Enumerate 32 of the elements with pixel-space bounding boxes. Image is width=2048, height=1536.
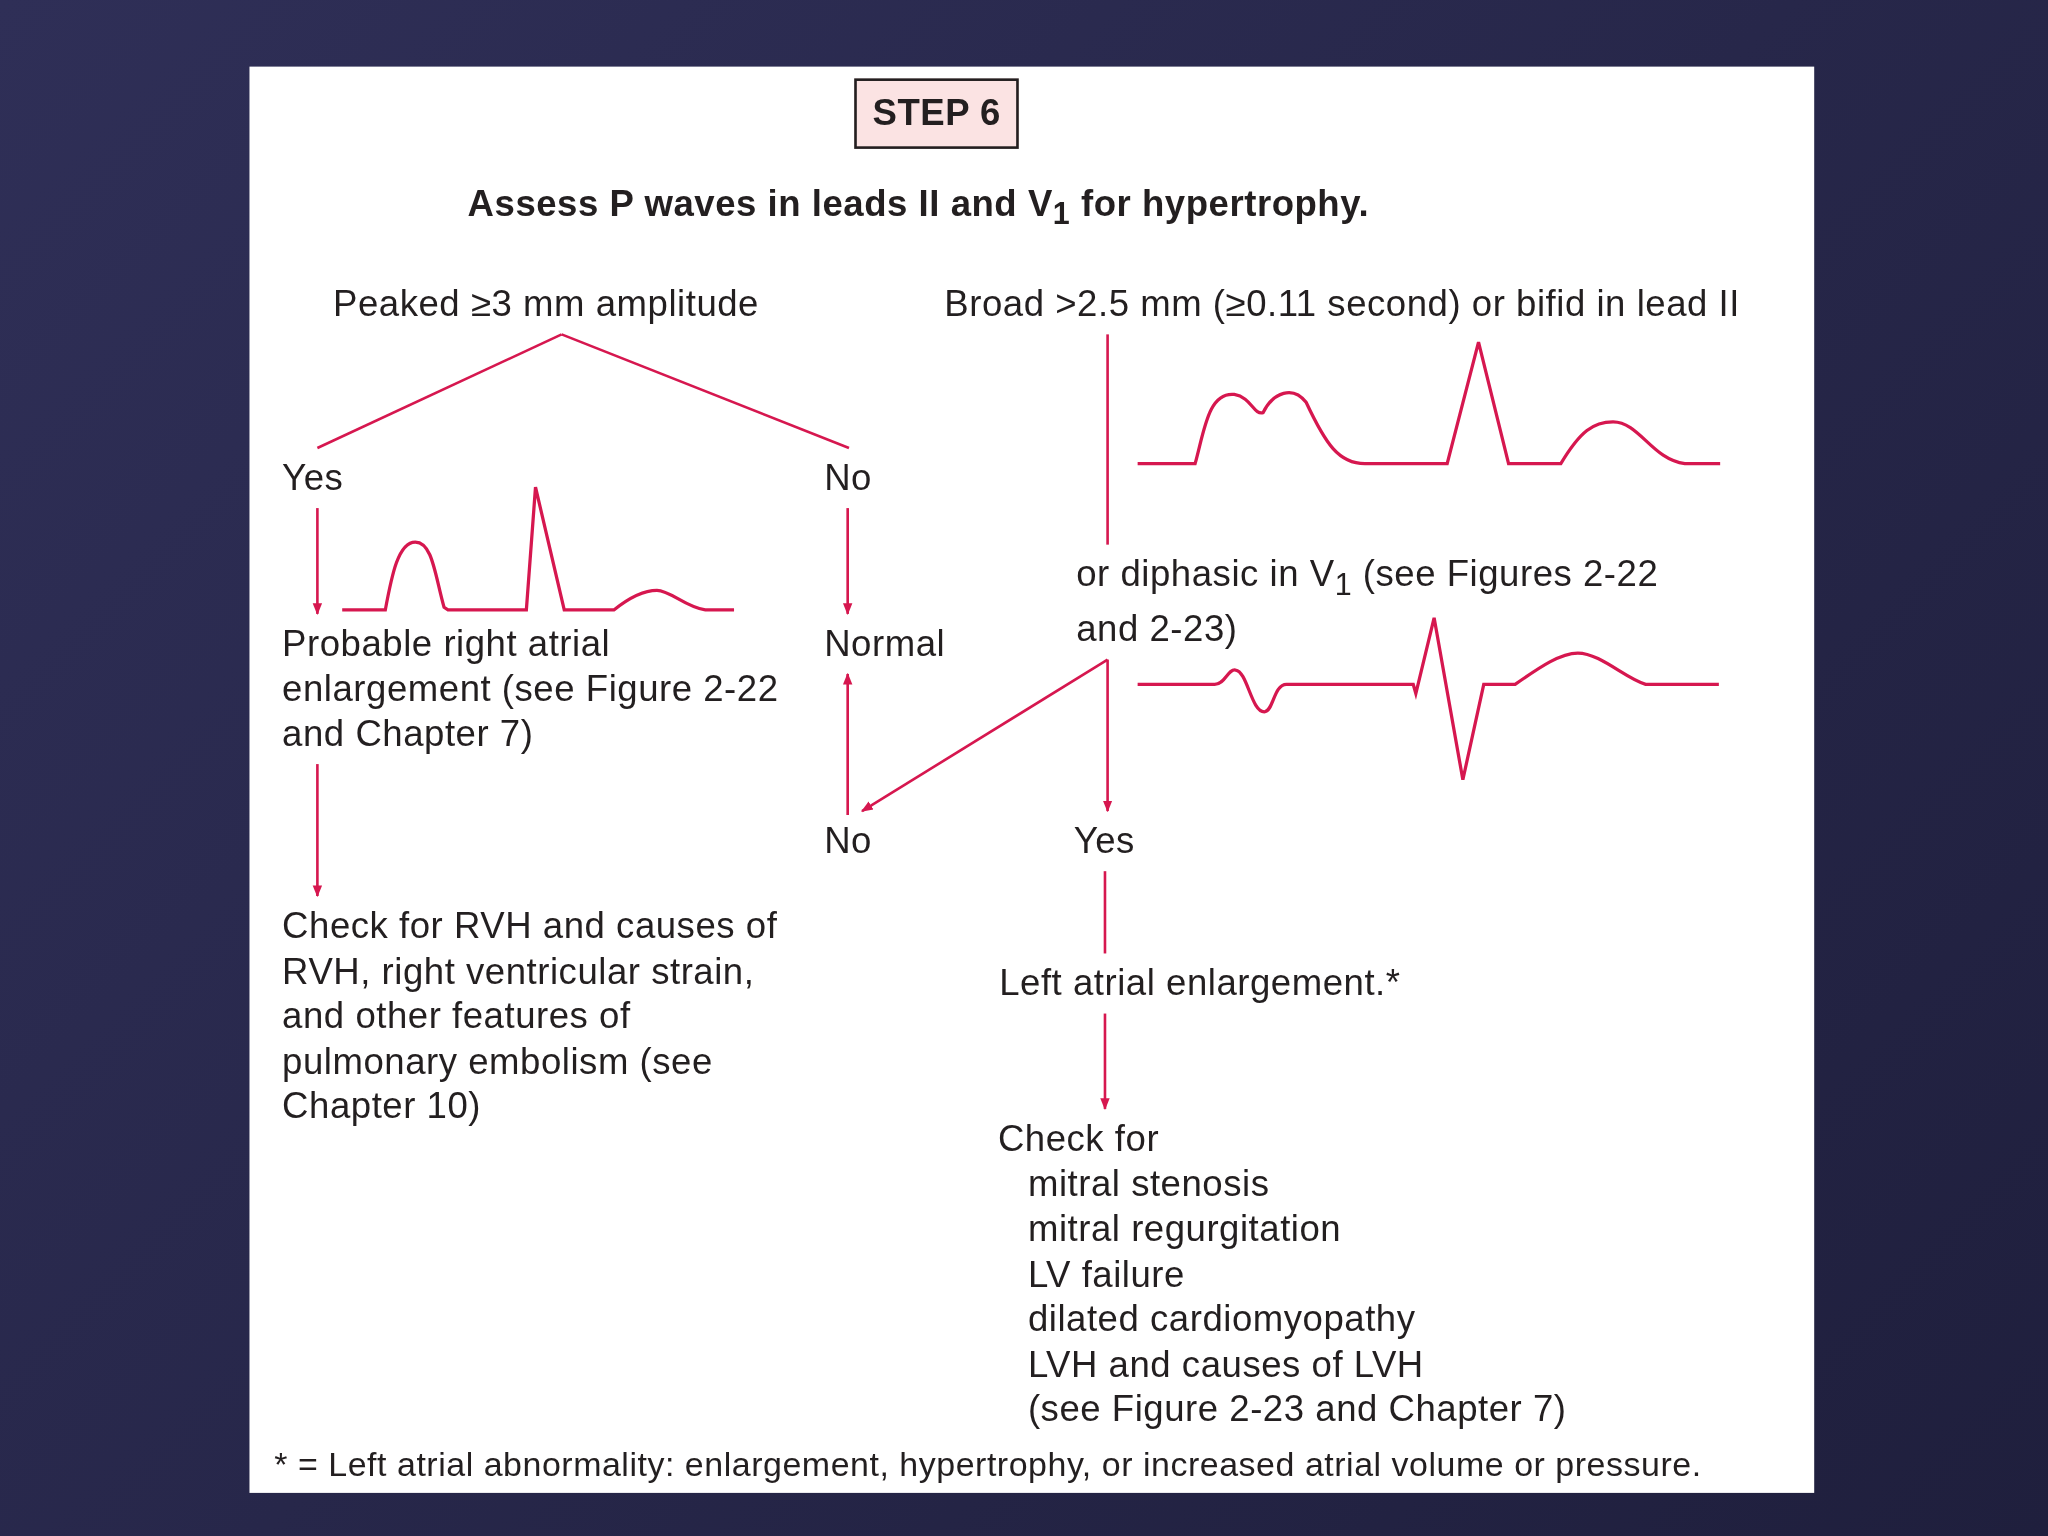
flow-text: Yes: [1073, 818, 1135, 864]
arrow: [1100, 1013, 1110, 1111]
flow-text: Yes: [282, 455, 344, 501]
step-box: STEP 6: [854, 78, 1020, 149]
arrow: [312, 764, 323, 898]
flow-text: Broad >2.5 mm (≥0.11 second) or bifid in lead II: [944, 282, 1740, 328]
connector-line: [1106, 334, 1109, 545]
list-item: LVH and causes of LVH: [1027, 1342, 1424, 1386]
connector-line: [561, 333, 850, 450]
list-item: mitral stenosis: [1027, 1162, 1270, 1206]
flow-text: or diphasic in V$_{1}$ (see Figures 2-22 and 2-23): [1076, 552, 1691, 653]
flow-text: Check for RVH and causes of RVH, right ventricular strain, and other features of pulmonary embolism (see Chapter 10): [282, 903, 785, 1130]
flow-text: Left atrial enlargement.*: [999, 961, 1401, 1007]
arrow: [842, 508, 853, 616]
arrow: [1102, 659, 1113, 813]
flow-text: No: [824, 818, 872, 864]
connector-line: [1103, 871, 1107, 954]
title-text: Assess P waves in leads II and V$_{1}$ for hypertrophy.: [467, 181, 1370, 233]
arrow: [861, 658, 1109, 813]
flow-text: Normal: [824, 621, 946, 667]
flow-text: Probable right atrial enlargement (see Figure 2-22 and Chapter 7): [282, 621, 785, 757]
list-item: dilated cardiomyopathy: [1027, 1297, 1416, 1341]
arrow: [312, 508, 323, 616]
list-item: mitral regurgitation: [1027, 1207, 1342, 1251]
flow-text: Check for: [997, 1117, 1160, 1161]
footnote-text: * = Left atrial abnormality: enlargement, hypertrophy, or increased atrial volume or pressure.: [274, 1443, 1702, 1486]
list-item: LV failure: [1027, 1252, 1185, 1296]
flow-text: Peaked ≥3 mm amplitude: [333, 282, 759, 328]
arrow: [842, 672, 853, 815]
flow-text: No: [824, 455, 872, 501]
list-item: (see Figure 2-23 and Chapter 7): [1027, 1387, 1567, 1431]
connector-line: [316, 333, 563, 450]
